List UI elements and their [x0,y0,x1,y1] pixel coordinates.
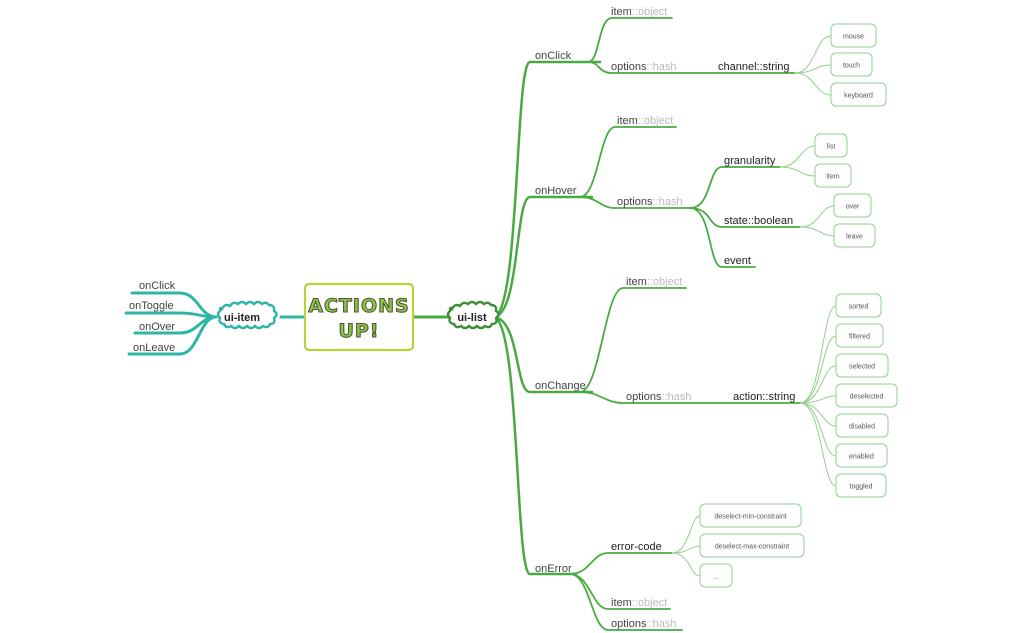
leaf-touch[interactable]: touch [830,52,873,77]
edge-onchange [492,315,594,394]
onchange-options-param[interactable]: options::hash [626,391,691,403]
edge-onclick [492,60,602,319]
leaf-filtered[interactable]: filtered [835,323,884,348]
edge-onhover-options [579,196,691,209]
leaf-mouse[interactable]: mouse [830,23,877,48]
leaf-enabled[interactable]: enabled [835,443,888,468]
svg-text:mouse: mouse [843,34,864,41]
granularity-values: list item [814,133,852,188]
event-param[interactable]: event [724,255,751,267]
edge-granularity [689,166,781,209]
root-title-line1: ACTIONS [308,295,409,317]
left-topic-onleave[interactable]: onLeave [133,342,175,354]
leaf-leave[interactable]: leave [833,223,876,248]
svg-text:sorted: sorted [849,304,869,311]
edge-onhover-item [579,126,677,198]
error-values: deselect-min-constraint deselect-max-con… [699,503,805,588]
granularity-param[interactable]: granularity [724,155,776,167]
edge-event [689,207,756,268]
edge-onclick-options [587,61,796,74]
leaf-disabled[interactable]: disabled [835,413,889,438]
error-code-param[interactable]: error-code [611,541,662,553]
connectors [124,17,837,631]
branch-onhover: onHover item::object options::hash granu… [535,115,876,267]
leaf-deselected[interactable]: deselected [835,383,898,408]
channel-values: mouse touch keyboard [830,23,887,107]
edge-onerror [492,315,578,576]
hub-ui-item-label: ui-item [224,312,260,324]
left-topic-onclick[interactable]: onClick [139,280,176,292]
branch-onclick: onClick item::object options::hash chann… [535,6,887,107]
svg-text:list: list [827,144,836,151]
edge-error-code [569,552,673,575]
leaf-selected[interactable]: selected [835,353,889,378]
svg-text:over: over [846,204,860,211]
svg-text:enabled: enabled [849,454,874,461]
hub-ui-list-label: ui-list [457,312,487,324]
onclick-item-param[interactable]: item::object [611,6,667,18]
svg-text:leave: leave [846,234,863,241]
left-branches [124,291,308,356]
leaf-ellipsis[interactable]: ... [699,563,733,588]
edge-onchange-options [579,391,801,404]
edge-onclick-item [587,17,673,63]
leaf-deselect-max-constraint[interactable]: deselect-max-constraint [699,533,805,558]
topic-onerror[interactable]: onError [535,563,572,575]
edge-onchange-item [579,287,687,393]
svg-text:deselect-min-constraint: deselect-min-constraint [714,514,786,521]
leaf-list[interactable]: list [814,133,848,158]
svg-text:deselected: deselected [850,394,884,401]
left-topic-onover[interactable]: onOver [139,321,175,333]
leaf-deselect-min-constraint[interactable]: deselect-min-constraint [699,503,802,528]
onhover-options-param[interactable]: options::hash [617,196,682,208]
left-topic-ontoggle[interactable]: onToggle [129,300,174,312]
edge-onhover [492,195,594,319]
svg-text:touch: touch [843,63,860,70]
hub-ui-item[interactable]: ui-item [216,300,278,330]
root-node[interactable]: ACTIONS UP! [303,282,415,352]
level2-branches [569,17,801,631]
onclick-options-param[interactable]: options::hash [611,61,676,73]
onchange-item-param[interactable]: item::object [626,276,682,288]
svg-text:item: item [826,174,839,181]
channel-param[interactable]: channel::string [718,61,790,73]
main-branches [492,60,602,576]
topic-onchange[interactable]: onChange [535,380,586,392]
topic-onhover[interactable]: onHover [535,185,577,197]
hub-ui-list[interactable]: ui-list [446,300,500,330]
leaf-item[interactable]: item [814,163,852,188]
leaf-over[interactable]: over [833,193,872,218]
leaf-connectors [671,35,837,577]
svg-text:...: ... [713,574,719,581]
svg-text:filtered: filtered [849,334,870,341]
edge-onerror-options [569,573,683,631]
edge-onleave-left [127,315,218,356]
left-topics: onClick onToggle onOver onLeave [129,280,176,354]
action-param[interactable]: action::string [733,391,795,403]
svg-text:deselect-max-constraint: deselect-max-constraint [715,544,789,551]
leaf-sorted[interactable]: sorted [835,293,882,318]
svg-text:keyboard: keyboard [844,93,873,100]
edge-ontoggle-left [124,311,218,319]
svg-text:disabled: disabled [849,424,875,431]
onhover-item-param[interactable]: item::object [617,115,673,127]
state-values: over leave [833,193,876,248]
topic-onclick[interactable]: onClick [535,50,572,62]
branch-onchange: onChange item::object options::hash acti… [535,276,898,498]
root-title-line2: UP! [338,320,379,342]
leaf-keyboard[interactable]: keyboard [830,82,887,107]
svg-text:selected: selected [849,364,875,371]
leaf-toggled[interactable]: toggled [835,473,887,498]
onerror-options-param[interactable]: options::hash [611,618,676,630]
state-param[interactable]: state::boolean [724,215,793,227]
onerror-item-param[interactable]: item::object [611,597,667,609]
action-values: sorted filtered selected deselected disa… [835,293,898,498]
branch-onerror: onError error-code item::object options:… [535,503,805,630]
svg-text:toggled: toggled [850,484,873,491]
